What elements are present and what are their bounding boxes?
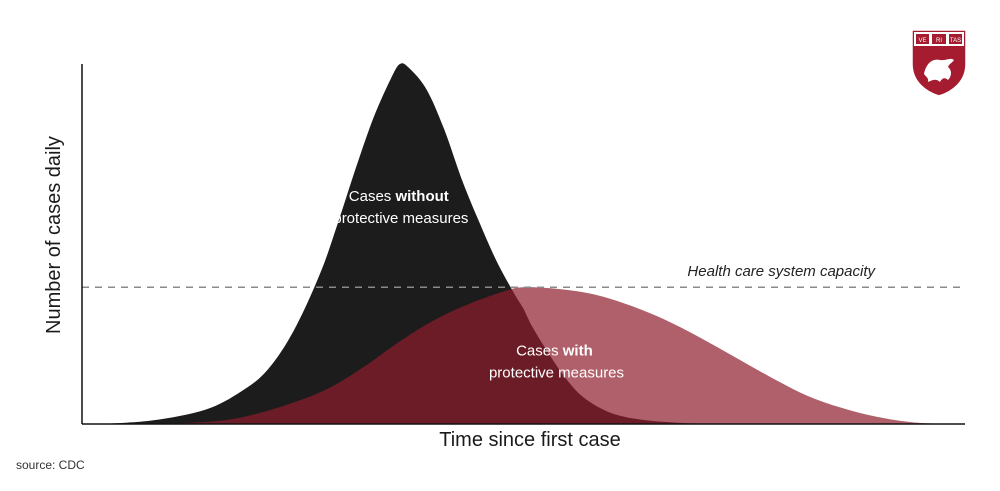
label-without-line2: protective measures — [333, 210, 468, 227]
shield-text-2: RI — [936, 38, 942, 44]
harvard-shield-logo: VE RI TAS — [911, 29, 967, 97]
book-1 — [916, 34, 929, 44]
book-3 — [949, 34, 962, 44]
series-areas — [99, 63, 948, 424]
label-without-line1: Cases without — [349, 188, 449, 205]
area-without — [99, 63, 701, 424]
shield-text-3: TAS — [950, 38, 961, 44]
label-without: Cases without protective measures — [333, 188, 468, 227]
label-with: Cases with protective measures — [489, 343, 624, 382]
book-2 — [932, 34, 946, 44]
lion-figure — [924, 58, 954, 82]
area-with — [170, 287, 948, 424]
label-with-line1: Cases with — [516, 343, 593, 360]
source-note: source: CDC — [16, 458, 85, 472]
capacity-label: Health care system capacity — [687, 263, 876, 280]
shield-text-1: VE — [918, 38, 926, 44]
label-with-line2: protective measures — [489, 365, 624, 382]
x-axis-label: Time since first case — [439, 429, 621, 451]
y-axis-label: Number of cases daily — [43, 136, 65, 334]
